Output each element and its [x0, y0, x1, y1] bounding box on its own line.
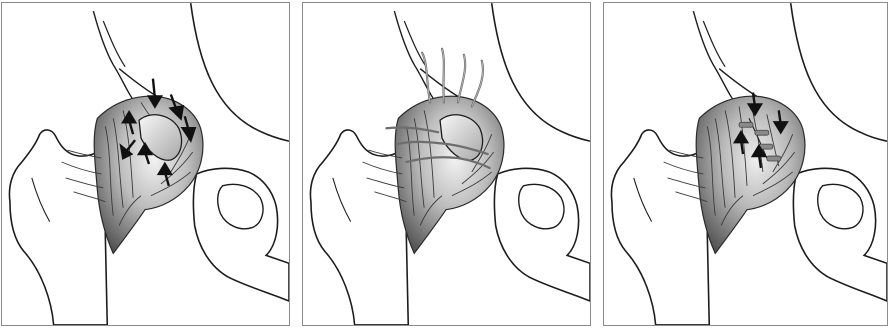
- pelvis-outline: [791, 3, 887, 141]
- suture-knot: [767, 156, 781, 161]
- ilium-contour: [693, 11, 737, 104]
- suture-strand: [458, 55, 465, 103]
- suture-knot: [739, 122, 753, 127]
- suture-knot: [755, 130, 769, 135]
- panel-3-illustration: [604, 3, 887, 325]
- pelvis-outline: [191, 3, 289, 141]
- panel-2-illustration: [303, 3, 590, 325]
- panel-step-1: [1, 2, 290, 326]
- ilium-inner-contour: [103, 21, 125, 67]
- ilium-contour: [394, 11, 438, 104]
- ilium-contour: [93, 11, 137, 104]
- ilium-inner-contour: [703, 21, 725, 67]
- panel-step-3: [603, 2, 888, 326]
- ilium-inner-contour: [404, 21, 426, 67]
- panel-step-2: [302, 2, 591, 326]
- pelvis-outline: [492, 3, 590, 141]
- panel-1-illustration: [2, 3, 289, 325]
